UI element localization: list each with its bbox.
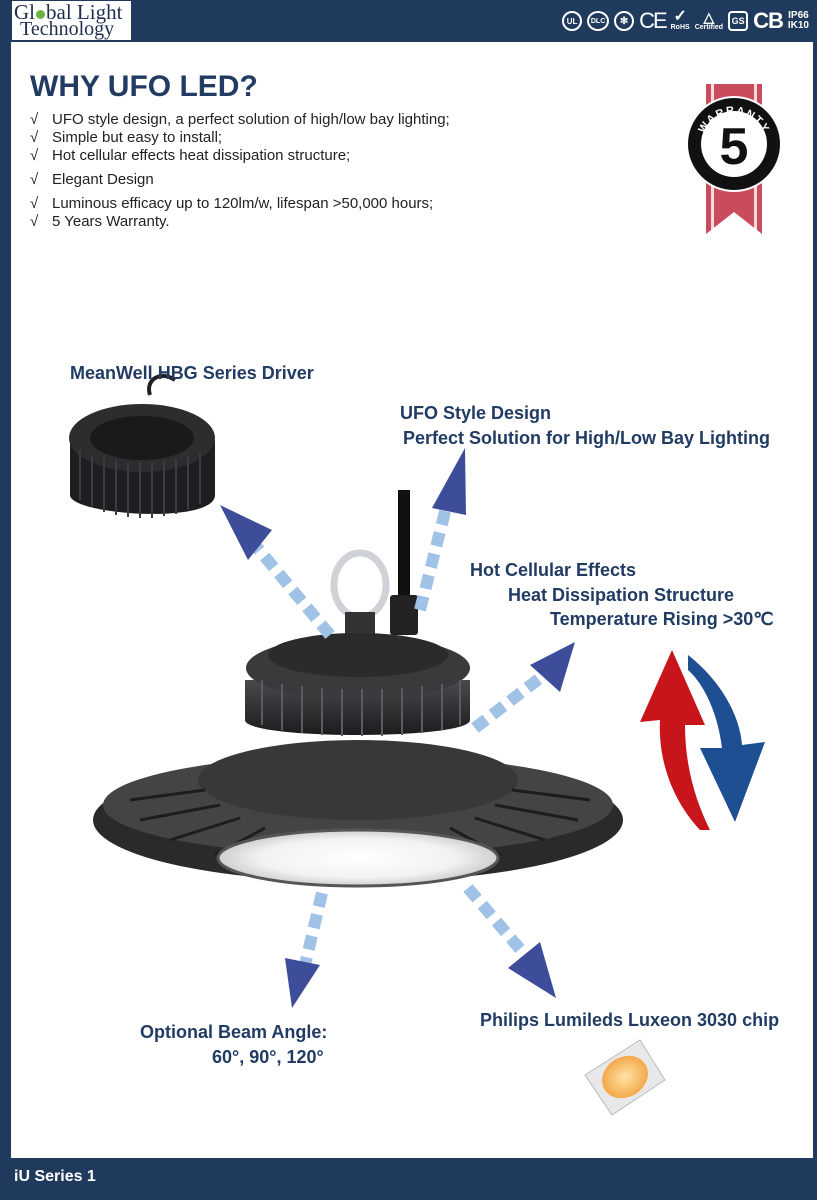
footer-bar: iU Series 1 <box>0 1158 817 1200</box>
beam-angle-label: Optional Beam Angle: <box>140 1022 328 1042</box>
warranty-bottom-text: YEARS <box>713 162 755 179</box>
luxeon-chip-image <box>584 1039 666 1116</box>
heat-effects-label: Hot Cellular Effects <box>470 560 637 580</box>
warranty-badge: WARRANTY YEARS 5 <box>686 84 782 239</box>
arrow-to-driver <box>220 505 335 639</box>
chip-label: Philips Lumileds Luxeon 3030 chip <box>480 1010 780 1030</box>
dlc-cert-icon: DLC <box>587 11 610 31</box>
logo-line-2: Technology <box>20 18 115 40</box>
certified-cert-icon: △Certified <box>694 9 724 31</box>
arrow-to-ufo-design <box>414 448 466 612</box>
driver-label: MeanWell HBG Series Driver <box>70 363 314 383</box>
check-icon: √ <box>30 129 39 146</box>
seal-cert-icon: ✻ <box>614 11 635 31</box>
feature-item: √Elegant Design <box>30 171 154 188</box>
beam-angle-values: 60°, 90°, 120° <box>212 1047 324 1067</box>
ul-cert-icon: UL <box>562 11 583 31</box>
globe-dot-icon <box>36 9 45 19</box>
ufo-solution-label: Perfect Solution for High/Low Bay Lighti… <box>403 428 770 448</box>
feature-item: √5 Years Warranty. <box>30 213 170 230</box>
cb-cert-icon: CB <box>753 8 784 33</box>
arrow-to-beam-angle <box>285 891 328 1008</box>
check-icon: √ <box>30 171 39 188</box>
feature-item: √Luminous efficacy up to 120lm/w, lifesp… <box>30 195 434 212</box>
heat-up-arrow-icon <box>640 650 710 830</box>
warranty-number: 5 <box>720 118 749 176</box>
check-icon: √ <box>30 195 39 212</box>
rohs-cert-icon: ✓RoHS <box>670 8 690 32</box>
check-icon: √ <box>30 213 39 230</box>
feature-item: √Simple but easy to install; <box>30 129 223 146</box>
check-icon: √ <box>30 147 39 164</box>
page-title: WHY UFO LED? <box>30 70 258 103</box>
temperature-label: Temperature Rising >30℃ <box>550 609 774 629</box>
arrow-to-heat-structure <box>471 642 575 733</box>
feature-list: √UFO style design, a perfect solution of… <box>30 111 450 231</box>
series-label: iU Series 1 <box>14 1168 96 1185</box>
cool-down-arrow-icon <box>688 655 765 822</box>
meanwell-driver-image <box>69 374 215 518</box>
heat-structure-label: Heat Dissipation Structure <box>508 585 735 605</box>
feature-item: √Hot cellular effects heat dissipation s… <box>30 147 351 164</box>
check-icon: √ <box>30 111 39 128</box>
gs-cert-icon: GS <box>728 11 749 31</box>
arrow-to-chip <box>463 884 556 998</box>
ufo-lamp-image <box>93 490 623 888</box>
ce-cert-icon: CE <box>639 8 668 33</box>
ufo-design-label: UFO Style Design <box>400 403 552 423</box>
feature-item: √UFO style design, a perfect solution of… <box>30 111 450 128</box>
